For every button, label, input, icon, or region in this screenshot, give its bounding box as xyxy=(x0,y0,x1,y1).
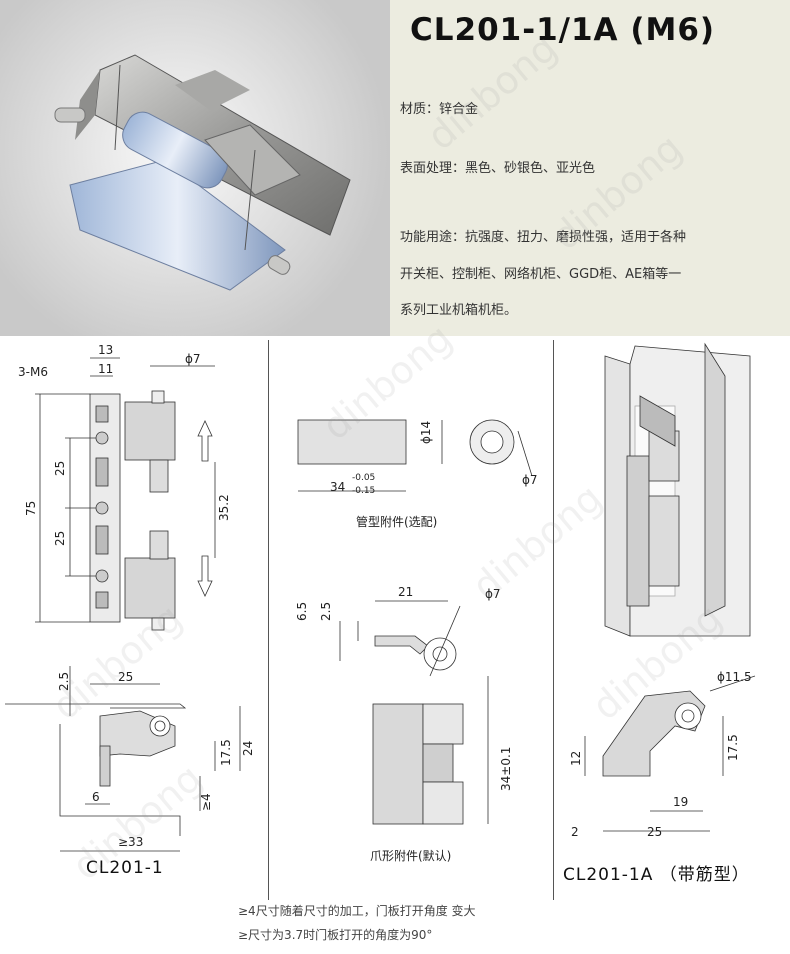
dim-17-5: 17.5 xyxy=(726,734,740,761)
caption-claw-accessory: 爪形附件(默认) xyxy=(370,849,452,863)
caption-cl201-1a: CL201-1A （带筋型） xyxy=(563,865,750,885)
dim-35-2: 35.2 xyxy=(217,494,231,521)
surface-text: 表面处理：黑色、砂银色、亚光色 xyxy=(400,161,596,176)
pin-diameter: ϕ7 xyxy=(185,352,201,366)
note-line-2: ≥尺寸为3.7时门板打开的角度为90° xyxy=(238,928,433,942)
product-title: CL201-1/1A (M6) xyxy=(410,12,716,48)
side-dim-2-5: 2.5 xyxy=(57,672,71,691)
usage-text-2: 开关柜、控制柜、网络机柜、GGD柜、AE箱等一 xyxy=(400,267,682,282)
dim-25-upper: 25 xyxy=(53,461,67,476)
product-info-panel: CL201-1/1A (M6) 材质：锌合金 表面处理：黑色、砂银色、亚光色 功… xyxy=(390,0,790,336)
claw-dim-21: 21 xyxy=(398,585,413,599)
middle-technical-drawing: ϕ14 ϕ7 34 -0.05 -0.15 21 ϕ7 6.5 2.5 34±0… xyxy=(295,419,538,825)
dia-11-5: ϕ11.5 xyxy=(717,670,752,684)
claw-dim-6-5: 6.5 xyxy=(295,602,309,621)
product-photo xyxy=(0,0,390,336)
usage-text-1: 功能用途：抗强度、扭力、磨损性强，适用于各种 xyxy=(400,230,687,245)
note-line-1: ≥4尺寸随着尺寸的加工，门板打开角度 变大 xyxy=(238,904,476,918)
left-technical-drawing: 13 11 3-M6 ϕ7 75 25 25 35.2 25 2.5 17.5 … xyxy=(5,343,255,852)
dim-2: 2 xyxy=(571,825,579,839)
tube-length: 34 xyxy=(330,480,345,494)
claw-dim-34: 34±0.1 xyxy=(499,747,513,791)
tube-dia-7: ϕ7 xyxy=(522,473,538,487)
dim-12: 12 xyxy=(569,751,583,766)
material-text: 材质：锌合金 xyxy=(400,102,479,117)
claw-dim-2-5: 2.5 xyxy=(319,602,333,621)
side-dim-ge33: ≥33 xyxy=(118,835,143,849)
side-dim-ge4: ≥4 xyxy=(199,793,213,811)
dim-25: 25 xyxy=(647,825,662,839)
side-dim-25: 25 xyxy=(118,670,133,684)
side-dim-17-5: 17.5 xyxy=(219,739,233,766)
claw-dia-7: ϕ7 xyxy=(485,587,501,601)
tol-lower: -0.15 xyxy=(352,486,375,496)
caption-tube-accessory: 管型附件(选配) xyxy=(356,515,438,529)
right-technical-drawing: ϕ11.5 12 17.5 19 2 25 xyxy=(569,342,756,839)
side-dim-6: 6 xyxy=(92,790,100,804)
dim-13: 13 xyxy=(98,343,113,357)
dim-11: 11 xyxy=(98,362,113,376)
thread-label: 3-M6 xyxy=(18,365,48,379)
divider-left xyxy=(268,340,269,900)
hinge-photo-illustration xyxy=(54,54,351,291)
divider-right xyxy=(553,340,554,900)
dim-75: 75 xyxy=(24,501,38,516)
dim-25-lower: 25 xyxy=(53,531,67,546)
tube-dia-14: ϕ14 xyxy=(419,421,433,444)
usage-text-3: 系列工业机箱机柜。 xyxy=(400,303,518,318)
caption-cl201-1: CL201-1 xyxy=(86,858,164,878)
tol-upper: -0.05 xyxy=(352,473,375,483)
dim-19: 19 xyxy=(673,795,688,809)
side-dim-24: 24 xyxy=(241,741,255,756)
